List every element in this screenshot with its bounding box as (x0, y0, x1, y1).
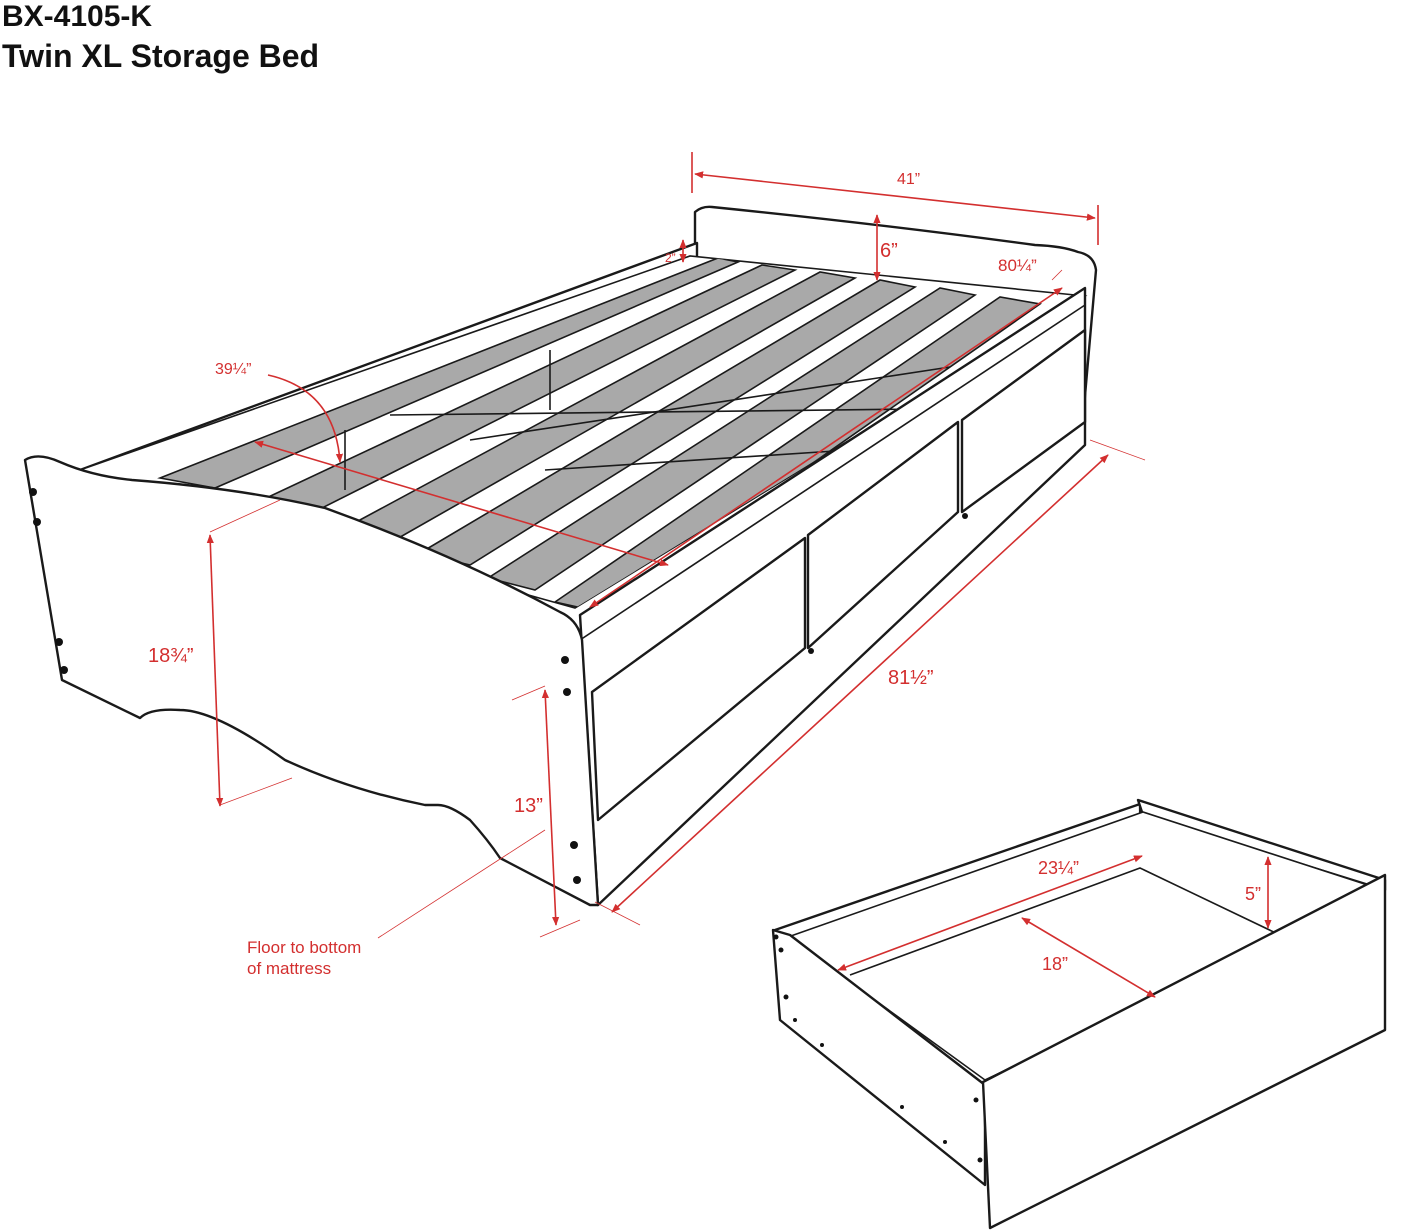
dim-label-headboard-width: 41” (897, 171, 920, 188)
dim-label-drawer-width: 18” (1042, 954, 1068, 974)
model-number: BX-4105-K (2, 0, 153, 33)
bed-drawing (23, 205, 1098, 907)
dim-label-floor-to-mattress: 13” (514, 795, 543, 817)
dimension-labels: 41” 6” 2” 80¼” 39¼” 18¾” 81½” 13” Floor … (148, 171, 1261, 978)
dim-label-mattress-length: 80¼” (998, 256, 1037, 275)
drawer-front-panel (981, 873, 1387, 1230)
note-floor-to-mattress-line1: Floor to bottom (247, 938, 361, 957)
dim-label-drawer-height: 5” (1245, 884, 1261, 904)
dimension-lines (206, 152, 1272, 998)
dim-label-footboard-height: 18¾” (148, 645, 194, 667)
dim-label-drawer-length: 23¼” (1038, 858, 1079, 878)
product-name: Twin XL Storage Bed (2, 38, 320, 74)
dim-label-side-rail: 2” (665, 251, 676, 265)
dim-label-slat-length: 39¼” (215, 361, 251, 378)
dim-label-headboard-height: 6” (880, 240, 898, 262)
note-floor-to-mattress-line2: of mattress (247, 959, 331, 978)
dim-label-overall-length: 81½” (888, 667, 934, 689)
footboard (23, 455, 600, 907)
